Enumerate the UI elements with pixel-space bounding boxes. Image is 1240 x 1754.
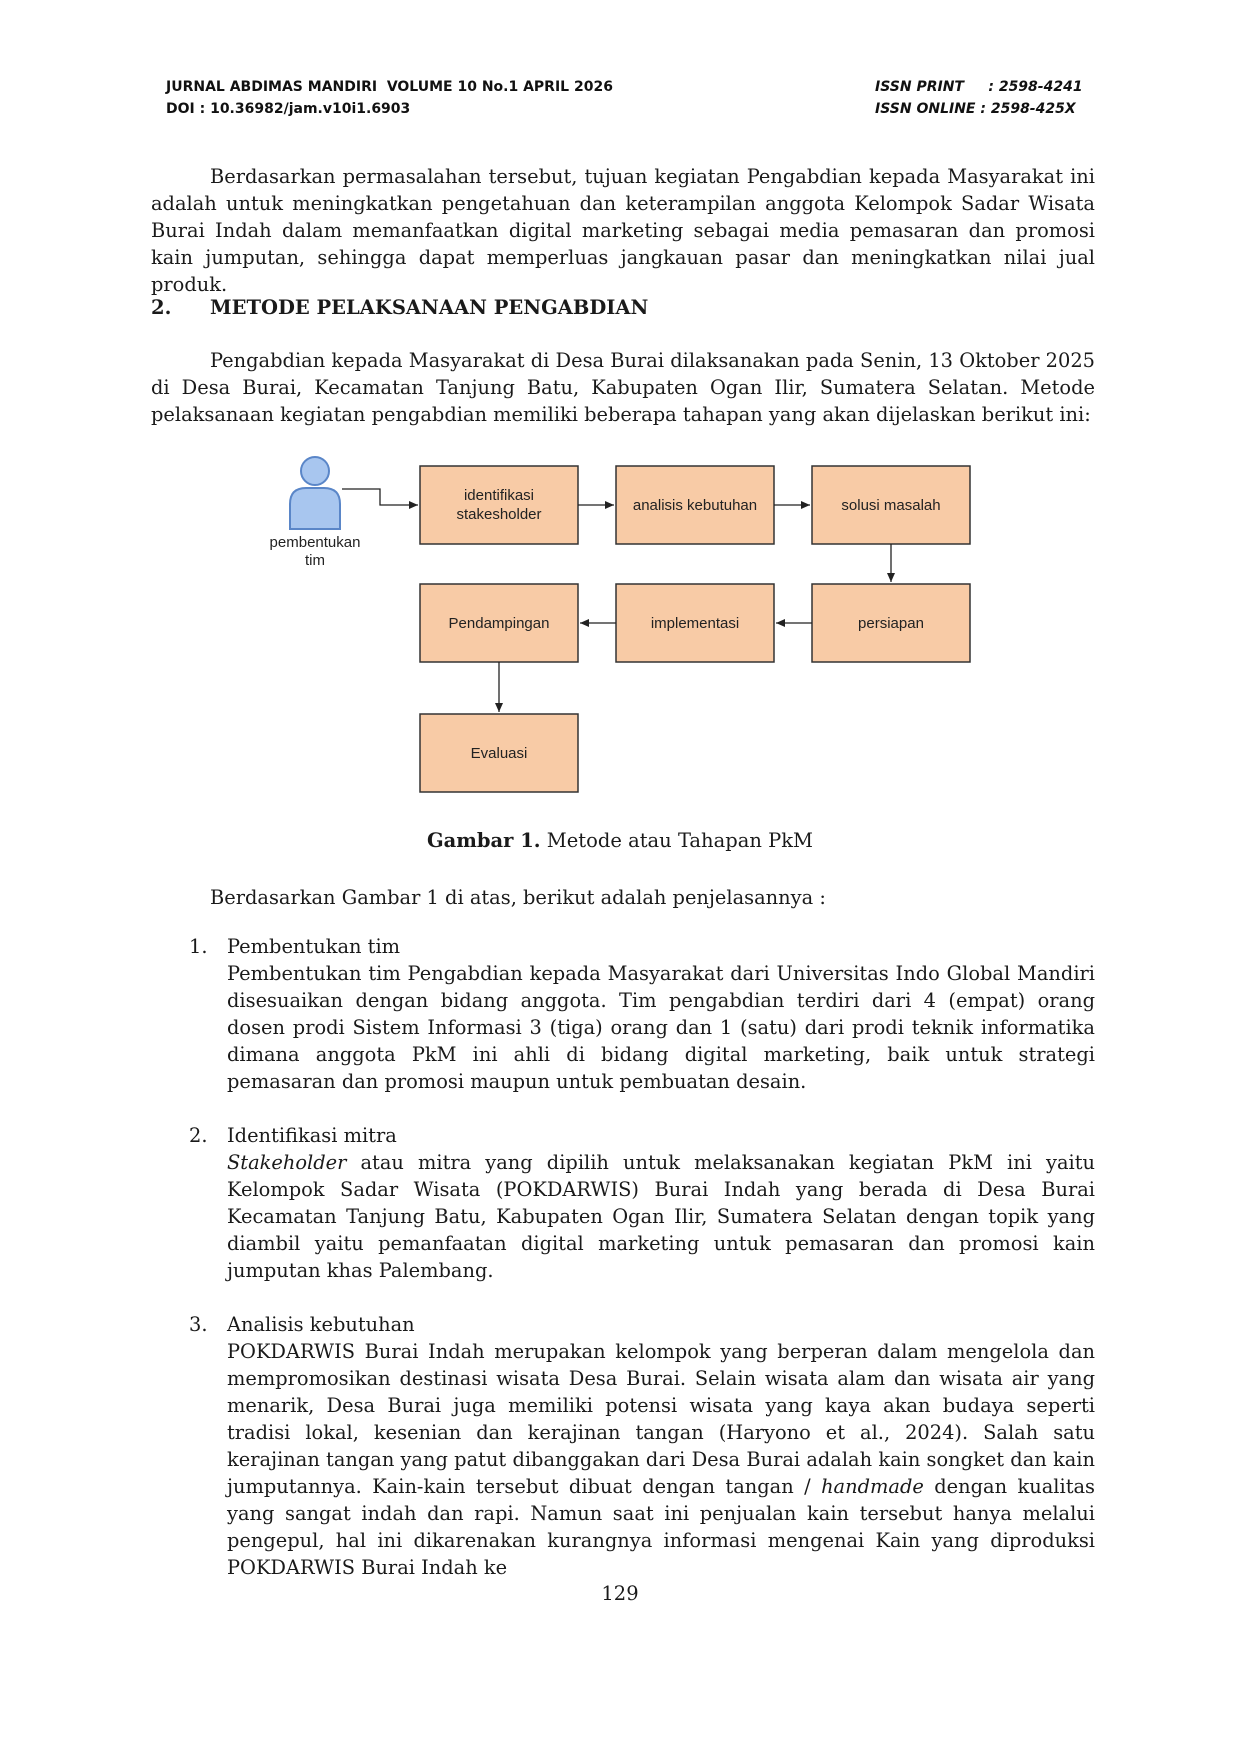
step-box-persiapan — [811, 583, 971, 663]
step-label-persiapan: persiapan — [858, 615, 924, 632]
person-icon — [289, 456, 341, 530]
running-header-left: JURNAL ABDIMAS MANDIRI VOLUME 10 No.1 AP… — [166, 76, 613, 120]
method-paragraph: Pengabdian kepada Masyarakat di Desa Bur… — [151, 347, 1095, 428]
figure-caption: Gambar 1. Metode atau Tahapan PkM — [0, 829, 1240, 852]
step-label-solusi: solusi masalah — [841, 497, 940, 514]
list-item-number: 2. — [189, 1124, 208, 1147]
page-number: 129 — [601, 1582, 639, 1605]
doi: DOI : 10.36982/jam.v10i1.6903 — [166, 101, 411, 117]
list-item-title: Analisis kebutuhan — [227, 1313, 415, 1336]
method-paragraph-text: Pengabdian kepada Masyarakat di Desa Bur… — [151, 349, 1095, 426]
list-item-body: Pembentukan tim Pengabdian kepada Masyar… — [227, 962, 1095, 1093]
italic-term: Stakeholder — [227, 1151, 347, 1174]
step-box-pendampingan — [419, 583, 579, 663]
step-box-solusi — [811, 465, 971, 545]
intro-paragraph-text: Berdasarkan permasalahan tersebut, tujua… — [151, 165, 1095, 296]
step-box-analisis — [615, 465, 775, 545]
list-item-body: Stakeholder atau mitra yang dipilih untu… — [227, 1149, 1095, 1284]
step-label-identifikasi-2: stakesholder — [456, 506, 541, 523]
steps-explanation-list: 1. Pembentukan tim Pembentukan tim Penga… — [151, 933, 1095, 1581]
issn-online: ISSN ONLINE : 2598-425X — [875, 101, 1076, 117]
list-item-title: Identifikasi mitra — [227, 1124, 397, 1147]
step-box-identifikasi — [419, 465, 579, 545]
flow-diagram-svg: pembentukan tim identifikasi stakesholde… — [270, 456, 971, 793]
running-header-right: ISSN PRINT : 2598-4241 ISSN ONLINE : 259… — [875, 76, 1083, 120]
list-item-body-text: dengan kualitas yang sangat indah dan ra… — [227, 1475, 1095, 1579]
caption-text: Metode atau Tahapan PkM — [540, 829, 814, 852]
section-number: 2. — [151, 296, 172, 319]
explanation-intro: Berdasarkan Gambar 1 di atas, berikut ad… — [210, 886, 826, 909]
issn-print: ISSN PRINT : 2598-4241 — [875, 79, 1083, 95]
list-item-body-text: atau mitra yang dipilih untuk melaksanak… — [227, 1151, 1095, 1282]
actor-label-line1: pembentukan — [270, 534, 361, 551]
caption-label: Gambar 1. — [426, 829, 541, 852]
list-item: 2. Identifikasi mitra Stakeholder atau m… — [151, 1122, 1095, 1284]
section-title: METODE PELAKSANAAN PENGABDIAN — [210, 296, 649, 319]
intro-paragraph: Berdasarkan permasalahan tersebut, tujua… — [151, 163, 1095, 298]
list-item-number: 3. — [189, 1313, 208, 1336]
step-label-analisis: analisis kebutuhan — [633, 497, 757, 514]
journal-title: JURNAL ABDIMAS MANDIRI VOLUME 10 No.1 AP… — [166, 79, 613, 95]
list-item-number: 1. — [189, 935, 208, 958]
arrow-actor-to-identifikasi — [342, 488, 418, 509]
step-label-evaluasi: Evaluasi — [471, 745, 528, 762]
step-box-implementasi — [615, 583, 775, 663]
list-item: 1. Pembentukan tim Pembentukan tim Penga… — [151, 933, 1095, 1095]
step-label-identifikasi-1: identifikasi — [464, 487, 534, 504]
step-box-evaluasi — [419, 713, 579, 793]
section-heading: 2. METODE PELAKSANAAN PENGABDIAN — [151, 296, 648, 319]
actor-label-line2: tim — [305, 552, 325, 569]
step-label-pendampingan: Pendampingan — [449, 615, 550, 632]
step-label-implementasi: implementasi — [651, 615, 739, 632]
list-item-body-text: POKDARWIS Burai Indah merupakan kelompok… — [227, 1340, 1095, 1498]
list-item: 3. Analisis kebutuhan POKDARWIS Burai In… — [151, 1311, 1095, 1581]
method-flow-diagram: pembentukan tim identifikasi stakesholde… — [260, 446, 980, 806]
italic-term: handmade — [821, 1475, 924, 1498]
list-item-title: Pembentukan tim — [227, 935, 401, 958]
list-item-body: POKDARWIS Burai Indah merupakan kelompok… — [227, 1338, 1095, 1581]
